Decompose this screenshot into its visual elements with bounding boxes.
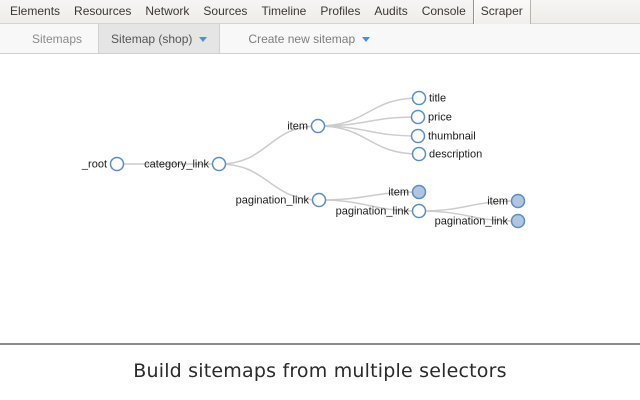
node-circle[interactable] xyxy=(109,156,125,172)
tree-node-item[interactable]: item xyxy=(287,118,326,134)
create-sitemap-label: Create new sitemap xyxy=(248,31,356,46)
tree-link xyxy=(418,210,519,222)
node-label: description xyxy=(429,149,482,161)
tree-node-description[interactable]: description xyxy=(411,146,483,162)
node-circle[interactable] xyxy=(510,193,526,209)
tree-link xyxy=(218,125,319,165)
tree-node-pagination_link[interactable]: pagination_link xyxy=(236,192,327,208)
node-circle[interactable] xyxy=(411,184,427,200)
sitemaps-nav-button[interactable]: Sitemaps xyxy=(32,31,83,46)
create-sitemap-dropdown[interactable]: Create new sitemap xyxy=(236,24,382,53)
tree-link xyxy=(218,163,320,201)
node-label: category_link xyxy=(144,159,209,171)
tab-profiles[interactable]: Profiles xyxy=(320,4,361,18)
node-label: item xyxy=(287,121,308,133)
node-circle[interactable] xyxy=(410,128,426,144)
tab-console[interactable]: Console xyxy=(421,4,466,18)
node-label: pagination_link xyxy=(336,206,410,218)
caption-area: Build sitemaps from multiple selectors xyxy=(0,345,640,400)
tree-node-title[interactable]: title xyxy=(411,90,447,106)
tree-link xyxy=(318,199,420,212)
node-label: pagination_link xyxy=(435,216,509,228)
tree-node-category_link[interactable]: category_link xyxy=(144,156,227,172)
devtools-tabbar: Elements Resources Network Sources Timeline P… xyxy=(0,0,640,24)
node-label: price xyxy=(428,112,452,124)
node-circle[interactable] xyxy=(411,203,427,219)
tab-sources[interactable]: Sources xyxy=(203,4,248,18)
chevron-down-icon xyxy=(362,37,371,42)
tree-node-root[interactable]: _root xyxy=(81,156,125,172)
node-circle[interactable] xyxy=(510,213,526,229)
node-circle[interactable] xyxy=(411,90,427,106)
tab-timeline[interactable]: Timeline xyxy=(261,4,307,18)
node-circle[interactable] xyxy=(410,109,426,125)
node-label: _root xyxy=(81,159,107,171)
scraper-toolbar: Sitemaps Sitemap (shop) Create new sitem… xyxy=(0,24,640,54)
node-circle[interactable] xyxy=(211,156,227,172)
tab-resources[interactable]: Resources xyxy=(74,4,132,18)
tab-elements[interactable]: Elements xyxy=(10,4,61,18)
tree-node-item2[interactable]: item xyxy=(388,184,427,200)
node-circle[interactable] xyxy=(411,146,427,162)
tree-node-item3[interactable]: item xyxy=(487,193,526,209)
node-circle[interactable] xyxy=(311,192,327,208)
node-label: pagination_link xyxy=(236,195,310,207)
tree-node-price[interactable]: price xyxy=(410,109,452,125)
tree-link xyxy=(317,125,420,155)
node-label: title xyxy=(429,93,446,105)
tree-node-pagination_link2[interactable]: pagination_link xyxy=(336,203,427,219)
node-label: item xyxy=(487,196,508,208)
tab-network[interactable]: Network xyxy=(145,4,190,18)
chevron-down-icon xyxy=(199,37,208,42)
active-sitemap-label: Sitemap (shop) xyxy=(111,31,193,46)
caption-text: Build sitemaps from multiple selectors xyxy=(133,360,507,382)
active-sitemap-dropdown[interactable]: Sitemap (shop) xyxy=(98,24,221,53)
node-label: item xyxy=(388,187,409,199)
tree-node-pagination_link3[interactable]: pagination_link xyxy=(435,213,526,229)
node-label: thumbnail xyxy=(428,131,476,143)
tree-node-thumbnail[interactable]: thumbnail xyxy=(410,128,476,144)
tab-audits[interactable]: Audits xyxy=(374,4,408,18)
tab-scraper[interactable]: Scraper xyxy=(472,0,531,24)
node-circle[interactable] xyxy=(310,118,326,134)
divider xyxy=(0,343,640,345)
